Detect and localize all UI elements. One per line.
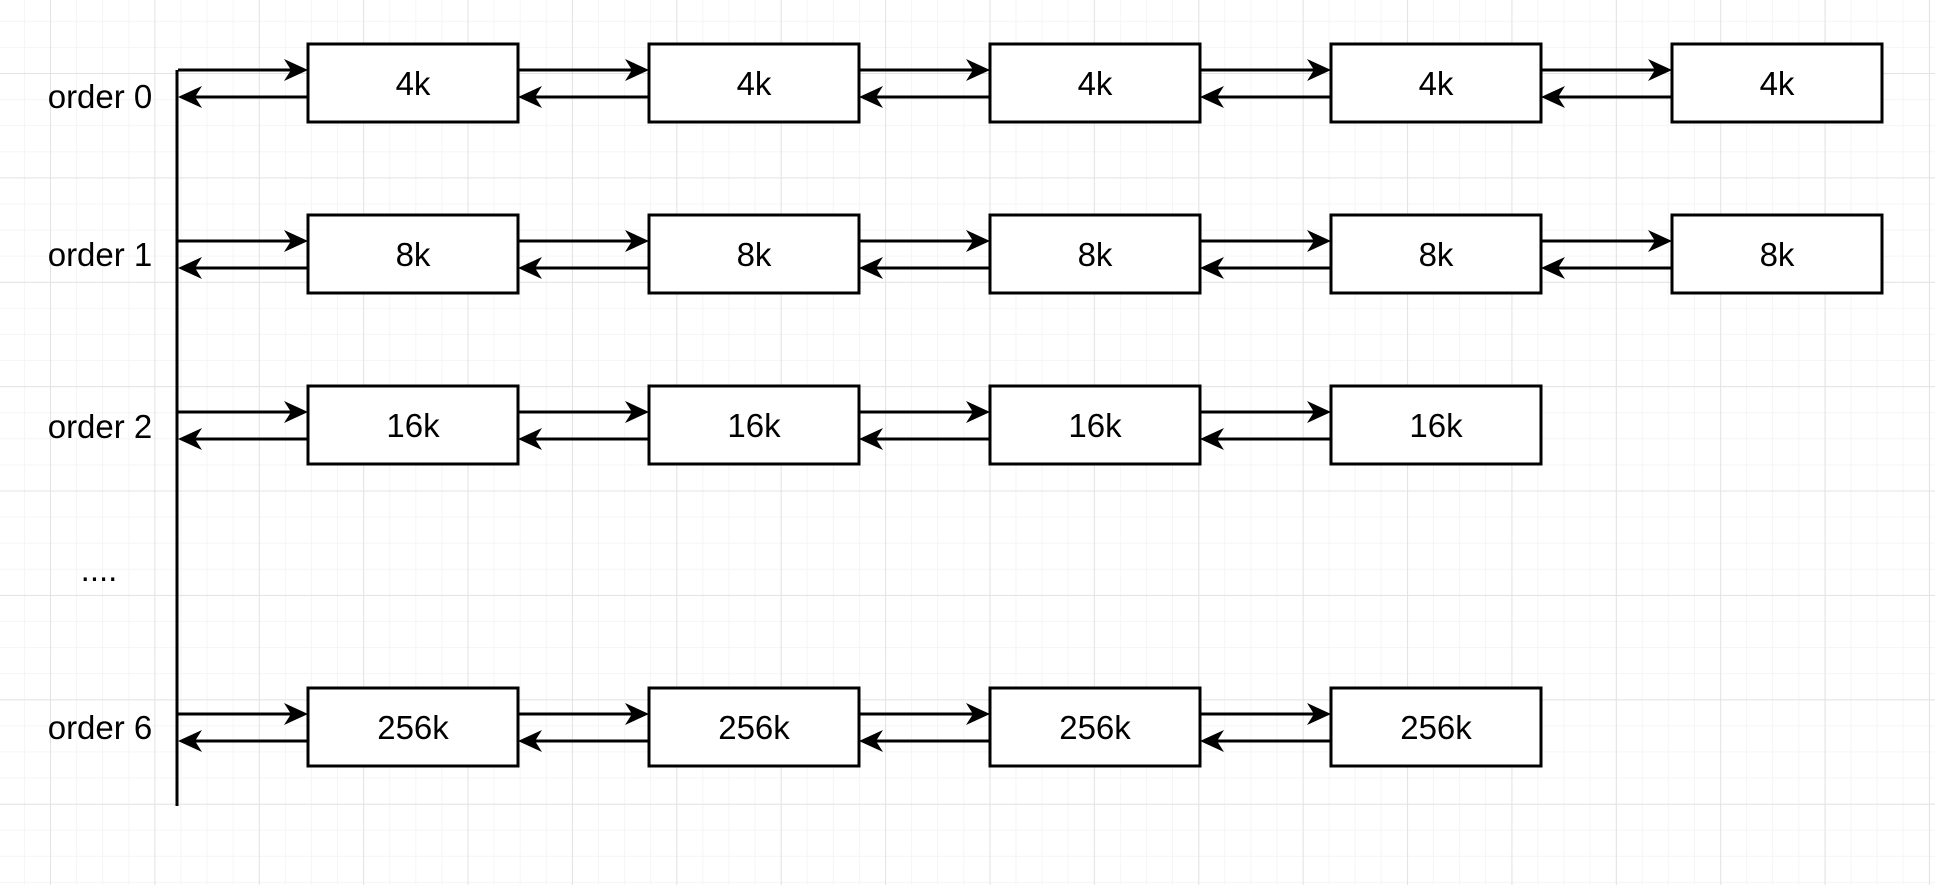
free-list-node-box bbox=[647, 686, 861, 768]
next-arrowhead-icon bbox=[625, 230, 649, 252]
next-arrowhead-icon bbox=[966, 230, 990, 252]
next-arrowhead-icon bbox=[966, 401, 990, 423]
node-size-label: 256k bbox=[1059, 709, 1131, 746]
node-size-label: 256k bbox=[377, 709, 449, 746]
free-list-node-box bbox=[306, 686, 520, 768]
prev-arrowhead-icon bbox=[1200, 730, 1224, 752]
next-arrowhead-icon bbox=[625, 703, 649, 725]
free-list-node-box bbox=[647, 42, 861, 124]
next-arrowhead-icon bbox=[284, 401, 308, 423]
node-size-label: 256k bbox=[1400, 709, 1472, 746]
next-arrowhead-icon bbox=[966, 703, 990, 725]
free-list-node-box bbox=[988, 384, 1202, 466]
node-size-label: 8k bbox=[1078, 236, 1113, 273]
node-size-label: 16k bbox=[727, 407, 781, 444]
free-list-node-box bbox=[647, 384, 861, 466]
ellipsis-label: .... bbox=[81, 551, 118, 588]
free-list-node-box bbox=[1670, 42, 1884, 124]
prev-arrowhead-icon bbox=[1200, 86, 1224, 108]
prev-arrowhead-icon bbox=[178, 730, 202, 752]
order-label: order 0 bbox=[48, 78, 153, 115]
prev-arrowhead-icon bbox=[178, 86, 202, 108]
node-size-label: 4k bbox=[737, 65, 772, 102]
next-arrowhead-icon bbox=[284, 59, 308, 81]
free-list-node-box bbox=[306, 42, 520, 124]
free-list-node-box bbox=[988, 686, 1202, 768]
prev-arrowhead-icon bbox=[178, 257, 202, 279]
node-size-label: 8k bbox=[1419, 236, 1454, 273]
prev-arrowhead-icon bbox=[518, 257, 542, 279]
free-list-row: order 6 256k 256k 256k 256k bbox=[48, 686, 1543, 768]
node-size-label: 4k bbox=[396, 65, 431, 102]
node-size-label: 8k bbox=[737, 236, 772, 273]
prev-arrowhead-icon bbox=[1200, 257, 1224, 279]
free-list-node-box bbox=[647, 213, 861, 295]
free-list-node-box bbox=[988, 42, 1202, 124]
next-arrowhead-icon bbox=[625, 59, 649, 81]
node-size-label: 4k bbox=[1760, 65, 1795, 102]
free-list-row: order 2 16k 16k 16k 16k bbox=[48, 384, 1543, 466]
node-size-label: 8k bbox=[1760, 236, 1795, 273]
prev-arrowhead-icon bbox=[1200, 428, 1224, 450]
prev-arrowhead-icon bbox=[518, 428, 542, 450]
order-label: order 1 bbox=[48, 236, 153, 273]
next-arrowhead-icon bbox=[966, 59, 990, 81]
next-arrowhead-icon bbox=[1307, 230, 1331, 252]
free-list-node-box bbox=[1329, 213, 1543, 295]
free-list-node-box bbox=[306, 213, 520, 295]
prev-arrowhead-icon bbox=[518, 86, 542, 108]
prev-arrowhead-icon bbox=[859, 86, 883, 108]
node-size-label: 8k bbox=[396, 236, 431, 273]
next-arrowhead-icon bbox=[1307, 703, 1331, 725]
prev-arrowhead-icon bbox=[859, 730, 883, 752]
free-list-node-box bbox=[1329, 686, 1543, 768]
next-arrowhead-icon bbox=[625, 401, 649, 423]
free-list-node-box bbox=[1670, 213, 1884, 295]
prev-arrowhead-icon bbox=[859, 257, 883, 279]
order-label: order 2 bbox=[48, 408, 153, 445]
order-label: order 6 bbox=[48, 709, 153, 746]
free-list-row: order 1 8k 8k 8k 8k 8k bbox=[48, 213, 1884, 295]
next-arrowhead-icon bbox=[1307, 59, 1331, 81]
prev-arrowhead-icon bbox=[1541, 257, 1565, 279]
next-arrowhead-icon bbox=[1307, 401, 1331, 423]
prev-arrowhead-icon bbox=[518, 730, 542, 752]
free-list-node-box bbox=[306, 384, 520, 466]
node-size-label: 16k bbox=[386, 407, 440, 444]
next-arrowhead-icon bbox=[284, 230, 308, 252]
next-arrowhead-icon bbox=[284, 703, 308, 725]
node-size-label: 16k bbox=[1409, 407, 1463, 444]
node-size-label: 256k bbox=[718, 709, 790, 746]
node-size-label: 16k bbox=[1068, 407, 1122, 444]
free-list-node-box bbox=[1329, 384, 1543, 466]
node-size-label: 4k bbox=[1419, 65, 1454, 102]
prev-arrowhead-icon bbox=[178, 428, 202, 450]
free-list-node-box bbox=[988, 213, 1202, 295]
free-list-row: order 0 4k 4k 4k 4k 4k bbox=[48, 42, 1884, 124]
prev-arrowhead-icon bbox=[1541, 86, 1565, 108]
next-arrowhead-icon bbox=[1648, 230, 1672, 252]
next-arrowhead-icon bbox=[1648, 59, 1672, 81]
node-size-label: 4k bbox=[1078, 65, 1113, 102]
prev-arrowhead-icon bbox=[859, 428, 883, 450]
free-list-node-box bbox=[1329, 42, 1543, 124]
